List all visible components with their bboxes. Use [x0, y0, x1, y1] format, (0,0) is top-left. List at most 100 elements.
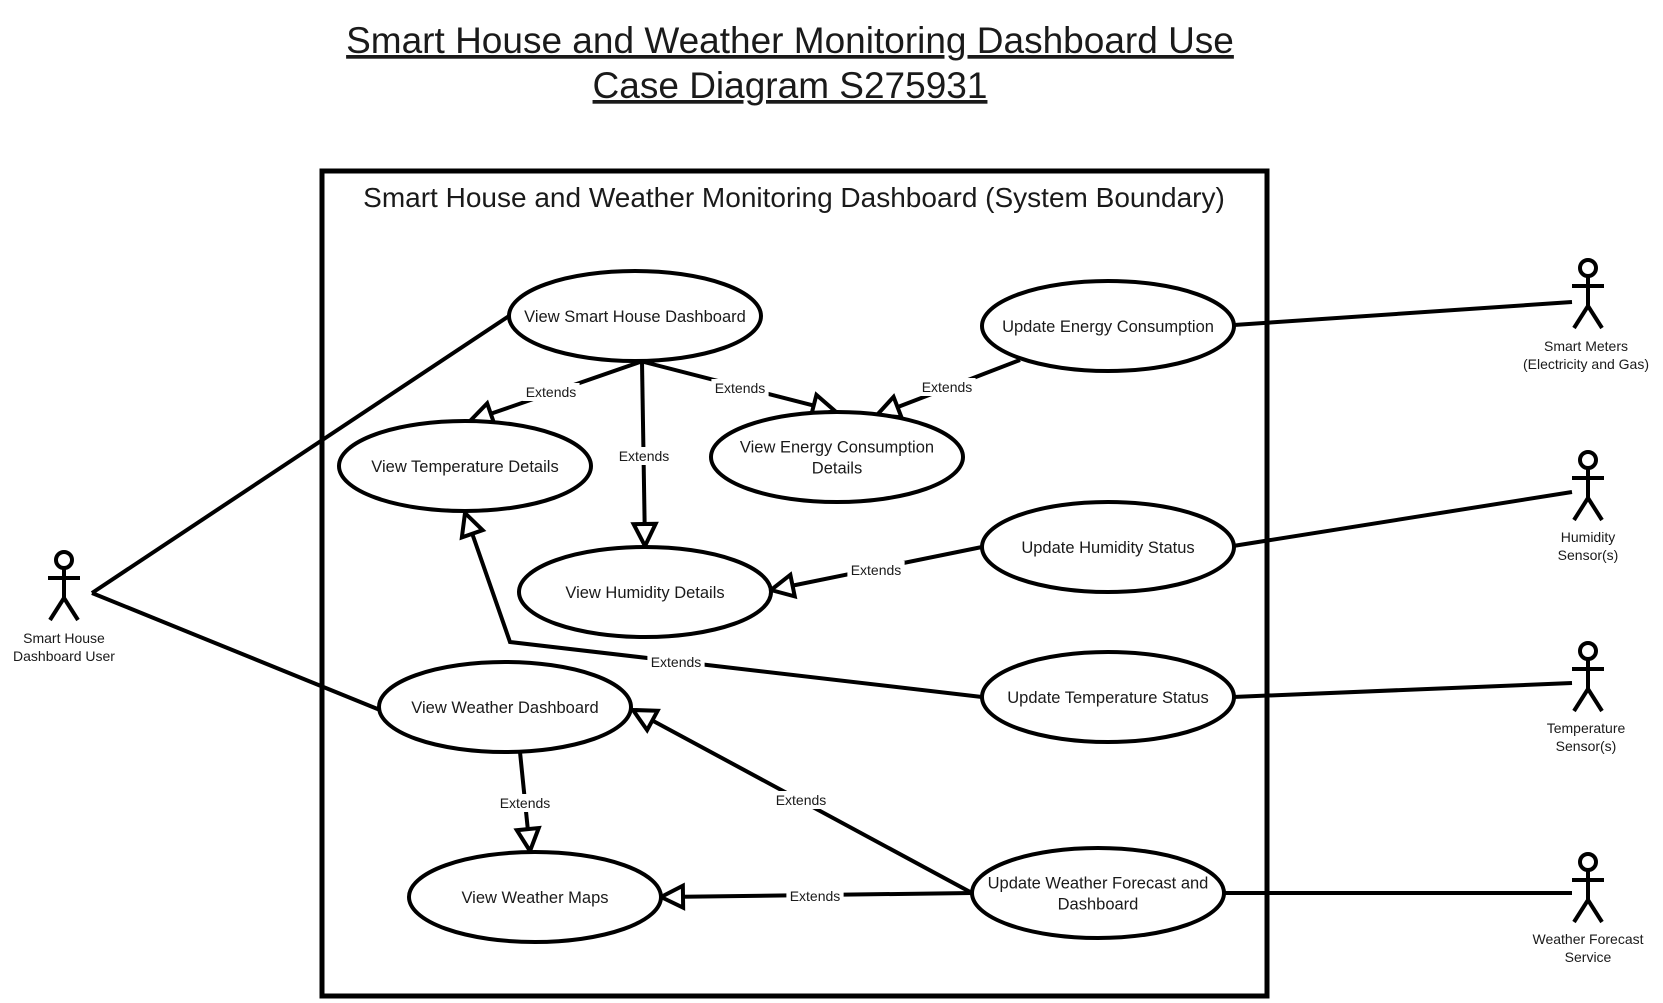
extends-label-background	[786, 887, 844, 905]
use-case-label: View Weather Dashboard	[411, 699, 598, 717]
extends-label-background	[647, 653, 705, 671]
actor-label: Temperature	[1547, 720, 1626, 736]
system-boundary	[319, 168, 1270, 999]
extends-relationship: Extends	[643, 360, 840, 419]
actor-label: Humidity	[1561, 529, 1615, 545]
use-case-label: View Humidity Details	[565, 584, 724, 602]
extends-label-background	[496, 794, 554, 812]
use-case-ellipse	[377, 660, 633, 754]
extends-label: Extends	[500, 795, 551, 811]
use-case-label: Update Temperature Status	[1007, 689, 1208, 707]
extends-line	[518, 751, 530, 830]
extends-relationship: Extends	[459, 508, 983, 699]
use-case-ellipse	[970, 846, 1226, 940]
use-case-ellipse	[980, 650, 1236, 744]
extends-label: Extends	[776, 792, 827, 808]
extends-label-background	[918, 378, 976, 396]
actor-label: Smart House	[23, 630, 105, 646]
association-line-dashboard-user	[90, 312, 514, 595]
actor-right-leg	[1586, 687, 1604, 713]
actor-label: Service	[1565, 949, 1612, 965]
extends-arrowhead	[459, 508, 487, 541]
actor-smart-meters: Smart Meters(Electricity and Gas)	[1523, 258, 1649, 372]
extends-label: Extends	[922, 379, 973, 395]
use-case-label: Update Energy Consumption	[1002, 318, 1214, 336]
use-case-label: Update Humidity Status	[1021, 539, 1194, 557]
actor-head	[1578, 258, 1598, 278]
diagram-title: Smart House and Weather Monitoring Dashb…	[346, 20, 1234, 106]
extends-label-background	[522, 383, 580, 401]
actor-label: Sensor(s)	[1558, 547, 1619, 563]
extends-relationship: Extends	[629, 707, 973, 895]
extends-arrowhead	[656, 882, 686, 911]
extends-label: Extends	[619, 448, 670, 464]
diagram-title-line-1: Smart House and Weather Monitoring Dashb…	[346, 20, 1234, 61]
use-case-ellipse	[407, 850, 663, 944]
association-line-humidity-sensors	[1232, 490, 1573, 548]
use-case-ellipse	[980, 279, 1236, 373]
extends-label-background	[772, 791, 830, 809]
extends-label: Extends	[790, 888, 841, 904]
extends-relationship: Extends	[766, 545, 983, 600]
extends-arrowhead	[629, 707, 661, 734]
actor-right-leg	[62, 596, 80, 622]
use-case-view-temperature-details: View Temperature Details	[337, 419, 593, 513]
extends-line	[470, 533, 983, 699]
extends-arrowhead	[630, 521, 659, 551]
use-case-label: Details	[812, 460, 862, 478]
actor-head	[1578, 450, 1598, 470]
use-case-label: View Weather Maps	[461, 889, 608, 907]
actor-right-leg	[1586, 898, 1604, 924]
extends-line	[640, 361, 647, 525]
association-line-smart-meters	[1233, 300, 1573, 327]
actor-head	[1578, 852, 1598, 872]
extends-label: Extends	[651, 654, 702, 670]
extends-label: Extends	[526, 384, 577, 400]
use-case-update-temperature-status: Update Temperature Status	[980, 650, 1236, 744]
use-case-view-weather-maps: View Weather Maps	[407, 850, 663, 944]
association-line-temperature-sensors	[1232, 681, 1573, 699]
extends-label-background	[847, 561, 905, 579]
extends-label: Extends	[851, 562, 902, 578]
actor-label: Dashboard User	[13, 648, 115, 664]
extends-label: Extends	[715, 380, 766, 396]
actor-left-leg	[1572, 687, 1590, 713]
use-case-label: Update Weather Forecast and	[988, 875, 1209, 893]
use-case-label: View Temperature Details	[371, 458, 558, 476]
extends-label-background	[615, 447, 673, 465]
extends-label-background	[711, 379, 769, 397]
actor-head	[54, 550, 74, 570]
association-line-dashboard-user	[91, 591, 381, 712]
actor-right-leg	[1586, 304, 1604, 330]
use-case-ellipse	[980, 500, 1236, 594]
actor-label: Sensor(s)	[1556, 738, 1617, 754]
actor-label: Weather Forecast	[1532, 931, 1643, 947]
extends-relationship: Extends	[465, 360, 641, 427]
use-case-view-humidity-details: View Humidity Details	[517, 545, 773, 639]
actor-head	[1578, 641, 1598, 661]
use-case-ellipse	[507, 269, 763, 363]
use-case-update-energy-consumption: Update Energy Consumption	[980, 279, 1236, 373]
actor-left-leg	[1572, 304, 1590, 330]
use-case-label: Dashboard	[1058, 896, 1139, 914]
extends-arrowhead	[766, 571, 798, 600]
use-case-ellipse	[709, 410, 965, 504]
extends-relationship: Extends	[656, 882, 973, 911]
extends-relationship: Extends	[496, 751, 554, 856]
extends-relationship: Extends	[615, 361, 673, 551]
use-case-ellipse	[517, 545, 773, 639]
use-case-ellipse	[337, 419, 593, 513]
actor-label: (Electricity and Gas)	[1523, 356, 1649, 372]
actor-left-leg	[1572, 898, 1590, 924]
actor-left-leg	[48, 596, 66, 622]
system-boundary-label: Smart House and Weather Monitoring Dashb…	[363, 182, 1225, 213]
